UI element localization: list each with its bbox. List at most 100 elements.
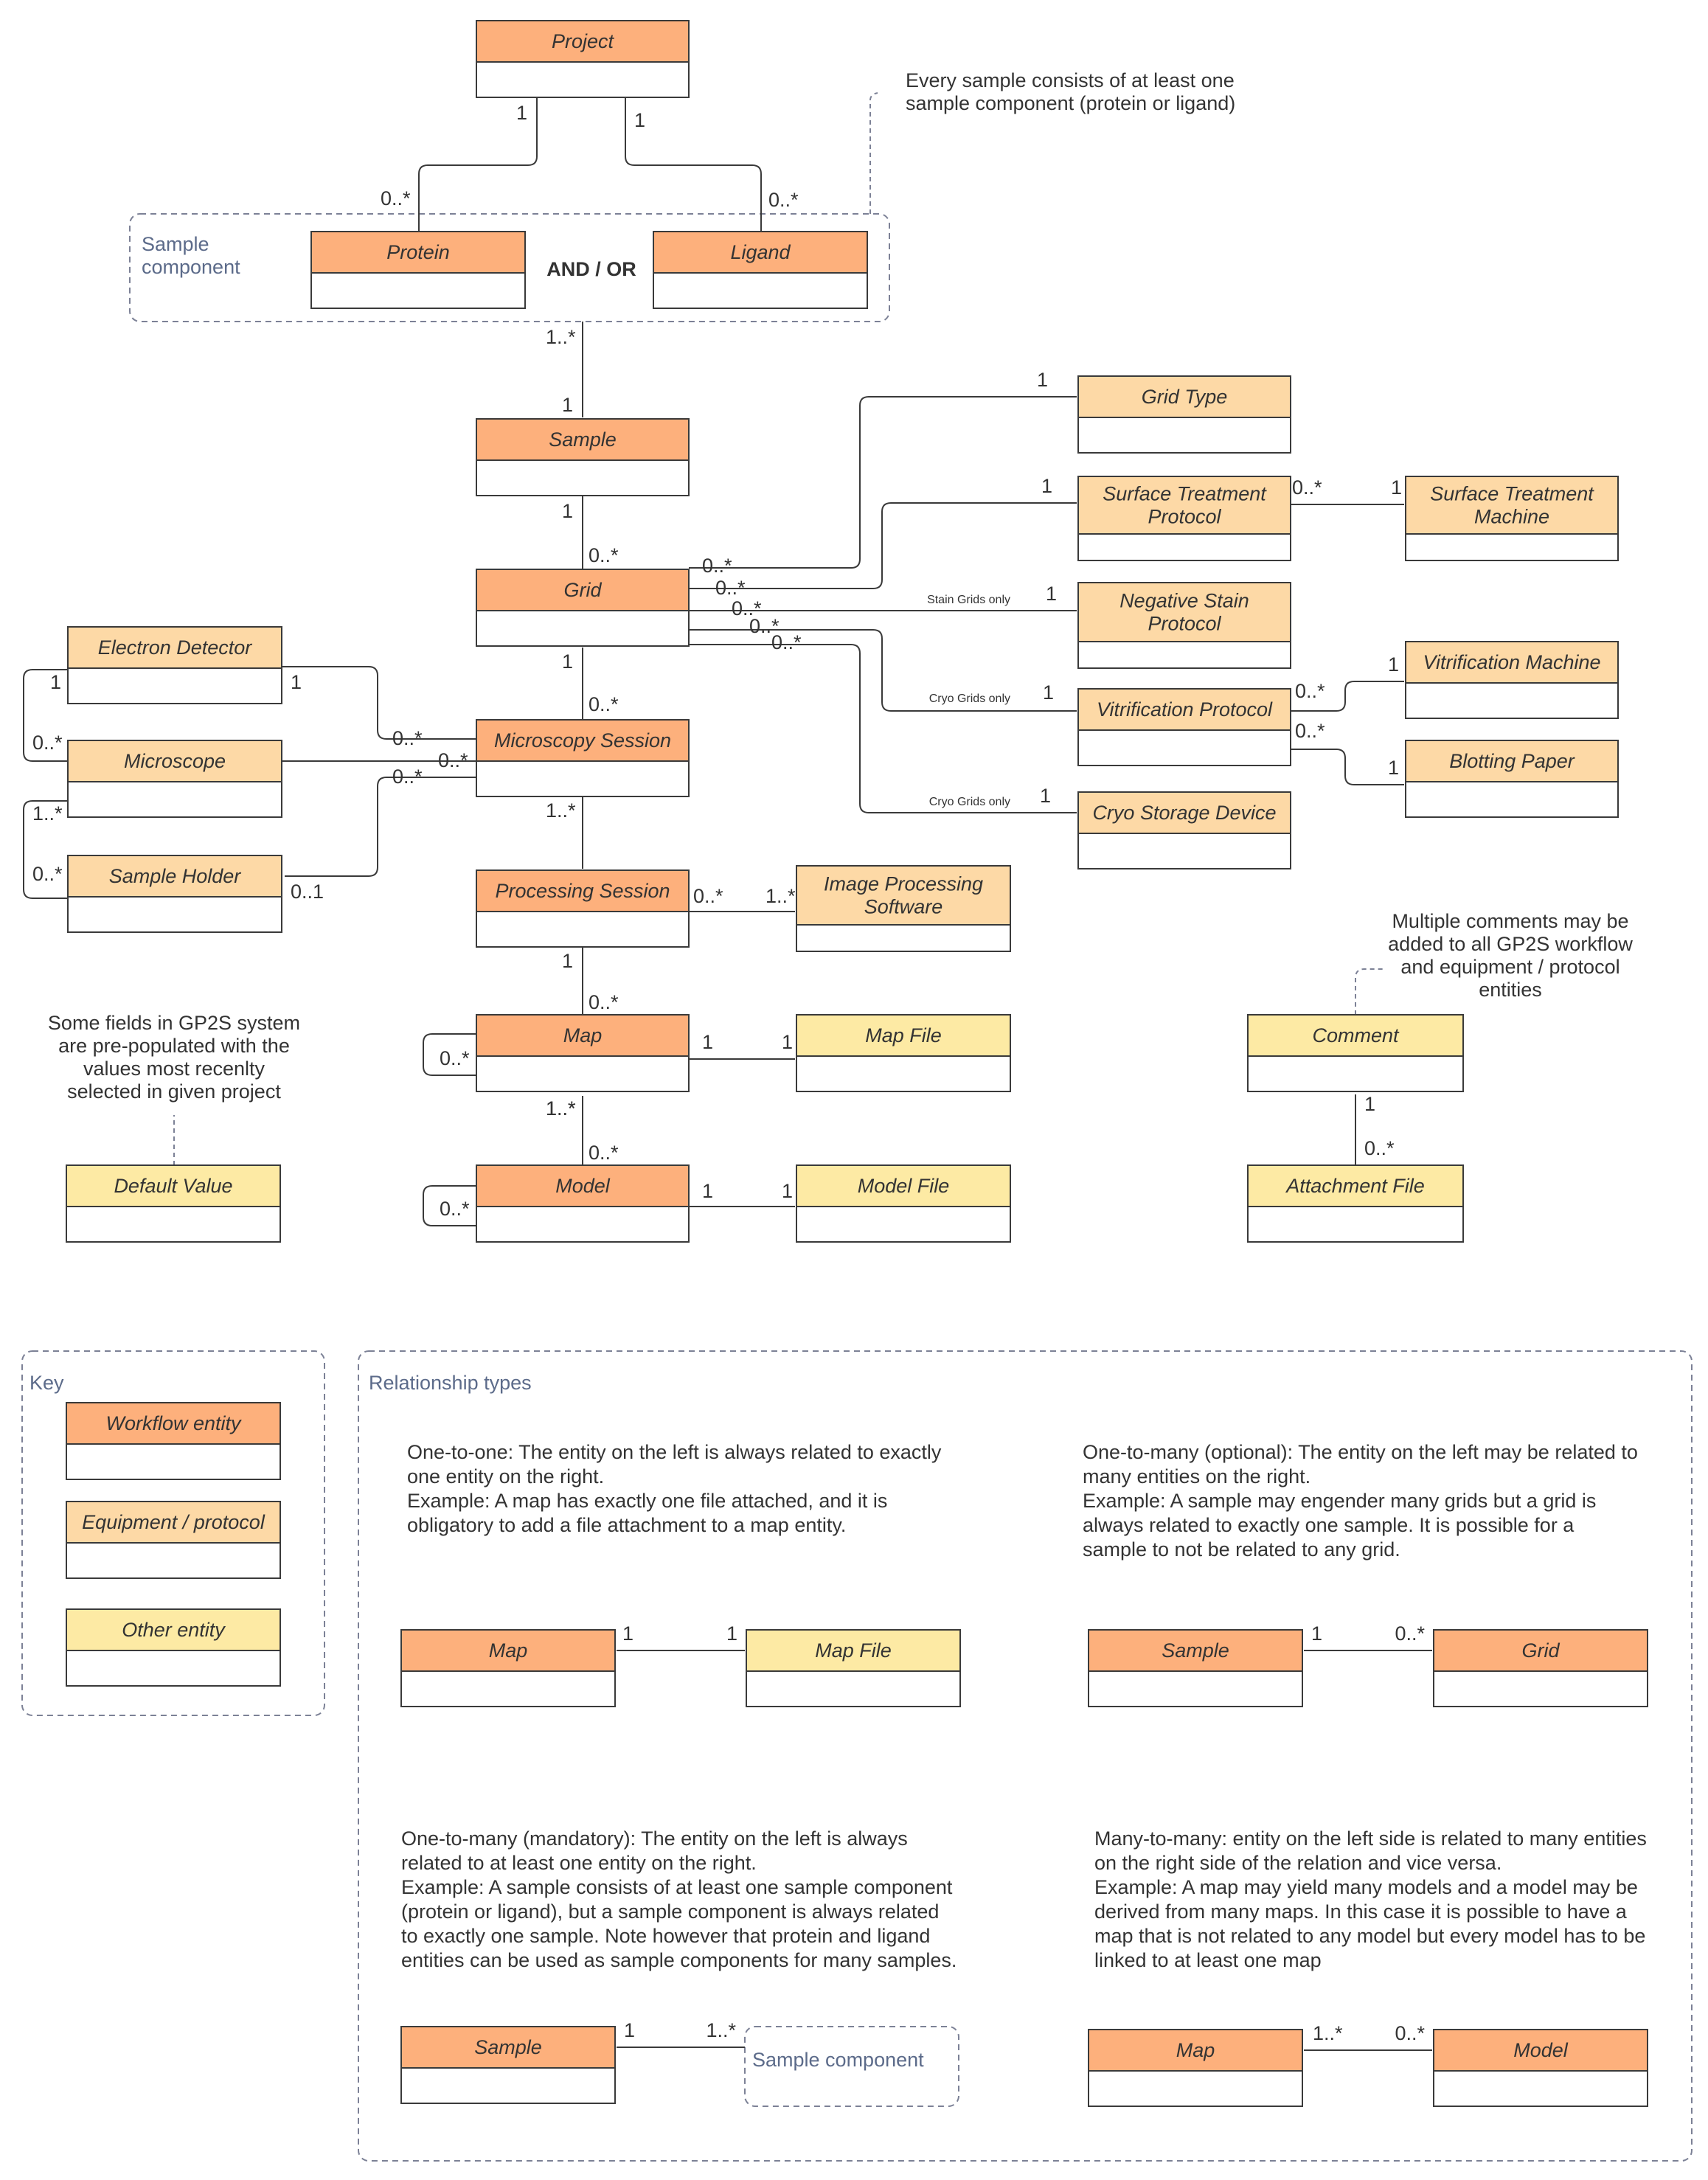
default-value-note-line: values most recenlty <box>83 1058 265 1080</box>
one-to-many-mandatory-description-line: to exactly one sample. Note however that… <box>401 1925 930 1947</box>
attachment-file-entity[interactable]: Attachment File <box>1247 1164 1464 1243</box>
multiplicity-label: 0..* <box>32 863 63 885</box>
example-multiplicity-label: 1 <box>1311 1622 1322 1645</box>
multiplicity-label: 0..* <box>1292 476 1322 499</box>
processing-session-entity[interactable]: Processing Session <box>476 869 690 948</box>
ex2-sample-title: Sample <box>1162 1639 1229 1662</box>
model-self-line <box>423 1185 476 1226</box>
negative-stain-protocol-title-line: Protocol <box>1148 613 1221 635</box>
surface-treatment-protocol-title-line: Protocol <box>1148 506 1221 528</box>
microscopy-session-entity[interactable]: Microscopy Session <box>476 719 690 797</box>
multiplicity-label: 0..* <box>702 555 732 577</box>
image-processing-software-title-line: Software <box>864 896 943 918</box>
map-entity[interactable]: Map <box>476 1014 690 1092</box>
sample-body <box>476 459 690 496</box>
ex4-model-title: Model <box>1513 2039 1569 2061</box>
model-file-entity[interactable]: Model File <box>796 1164 1011 1243</box>
multiplicity-label: 0..* <box>589 544 619 566</box>
ex1-mapfile-entity[interactable]: Map File <box>746 1629 961 1707</box>
grid-type-body <box>1077 417 1291 454</box>
project-title: Project <box>552 30 615 52</box>
key-equipment-entity[interactable]: Equipment / protocol <box>66 1501 281 1579</box>
key-other-entity[interactable]: Other entity <box>66 1608 281 1687</box>
ligand-header <box>653 231 868 274</box>
vitrification-machine-entity[interactable]: Vitrification Machine <box>1405 641 1619 719</box>
ex2-sample-entity[interactable]: Sample <box>1088 1629 1303 1707</box>
many-to-many-description-line: on the right side of the relation and vi… <box>1094 1852 1502 1874</box>
sample-holder-title: Sample Holder <box>109 865 242 887</box>
ex2-grid-entity[interactable]: Grid <box>1433 1629 1648 1707</box>
blotting-paper-body <box>1405 781 1619 818</box>
comment-entity[interactable]: Comment <box>1247 1014 1464 1092</box>
protein-entity[interactable]: Protein <box>310 231 526 309</box>
map-file-entity[interactable]: Map File <box>796 1014 1011 1092</box>
cryo-storage-device-entity[interactable]: Cryo Storage Device <box>1077 791 1291 869</box>
grid-entity[interactable]: Grid <box>476 569 690 647</box>
electron-detector-entity[interactable]: Electron Detector <box>67 626 282 704</box>
example-multiplicity-label: 1 <box>624 2019 635 2041</box>
project-entity[interactable]: Project <box>476 20 690 98</box>
default-value-note-line: Some fields in GP2S system <box>48 1012 300 1034</box>
multiplicity-label: 0..* <box>440 1198 470 1220</box>
grid-gridtype-line <box>689 396 1077 569</box>
microscope-entity[interactable]: Microscope <box>67 740 282 818</box>
sample-component-example-box <box>744 2026 959 2107</box>
microscope-title: Microscope <box>124 750 226 772</box>
vitrification-protocol-header <box>1077 688 1291 731</box>
ex4-map-entity[interactable]: Map <box>1088 2029 1303 2107</box>
sample-holder-entity[interactable]: Sample Holder <box>67 855 282 933</box>
ex2-grid-body <box>1433 1670 1648 1707</box>
multiplicity-label: 1..* <box>546 326 576 348</box>
ligand-title: Ligand <box>730 241 791 263</box>
one-to-many-optional-description-line: always related to exactly one sample. It… <box>1083 1514 1575 1536</box>
holder-microscopy-line <box>285 777 476 877</box>
model-entity[interactable]: Model <box>476 1164 690 1243</box>
example-multiplicity-label: 1..* <box>1313 2022 1343 2044</box>
vitrification-protocol-entity[interactable]: Vitrification Protocol <box>1077 688 1291 766</box>
one-to-one-description-line: one entity on the right. <box>407 1465 604 1488</box>
sample-component-note-line: Every sample consists of at least one <box>906 69 1235 91</box>
ligand-entity[interactable]: Ligand <box>653 231 868 309</box>
multiplicity-label: 1 <box>634 109 645 131</box>
attachment-file-header <box>1247 1164 1464 1207</box>
ex1-map-body <box>400 1670 616 1707</box>
blotting-paper-entity[interactable]: Blotting Paper <box>1405 740 1619 818</box>
ex3-sample-entity[interactable]: Sample <box>400 2026 616 2104</box>
sample-component-group-label-line: component <box>142 256 240 278</box>
many-to-many-description-line: derived from many maps. In this case it … <box>1094 1900 1628 1923</box>
project-ligand-line <box>625 97 762 233</box>
default-value-header <box>66 1164 281 1207</box>
protein-title: Protein <box>386 241 450 263</box>
processing-session-body <box>476 911 690 948</box>
multiplicity-label: 1 <box>50 671 61 693</box>
multiplicity-label: 1 <box>562 500 573 522</box>
sample-component-group <box>129 213 890 322</box>
grid-type-entity[interactable]: Grid Type <box>1077 375 1291 454</box>
grid-title: Grid <box>563 579 602 601</box>
ex1-map-entity[interactable]: Map <box>400 1629 616 1707</box>
multiplicity-label: 1 <box>782 1180 793 1202</box>
surface-treatment-protocol-title-line: Surface Treatment <box>1103 483 1267 505</box>
sample-entity[interactable]: Sample <box>476 418 690 496</box>
vit-paper-line <box>1291 749 1404 785</box>
default-value-entity[interactable]: Default Value <box>66 1164 281 1243</box>
ex1-mapfile-body <box>746 1670 961 1707</box>
negative-stain-protocol-title-line: Negative Stain <box>1119 590 1249 612</box>
multiplicity-label: 0..* <box>1295 720 1325 742</box>
electron-detector-header <box>67 626 282 669</box>
many-to-many-description-line: map that is not related to any model but… <box>1094 1925 1645 1947</box>
key-workflow-entity[interactable]: Workflow entity <box>66 1402 281 1480</box>
one-to-many-optional-description-line: Example: A sample may engender many grid… <box>1083 1490 1596 1512</box>
one-to-one-description-line: Example: A map has exactly one file atta… <box>407 1490 887 1512</box>
multiplicity-label: 0..* <box>768 189 799 211</box>
cryo-storage-device-title: Cryo Storage Device <box>1092 802 1276 824</box>
ex4-model-entity[interactable]: Model <box>1433 2029 1648 2107</box>
